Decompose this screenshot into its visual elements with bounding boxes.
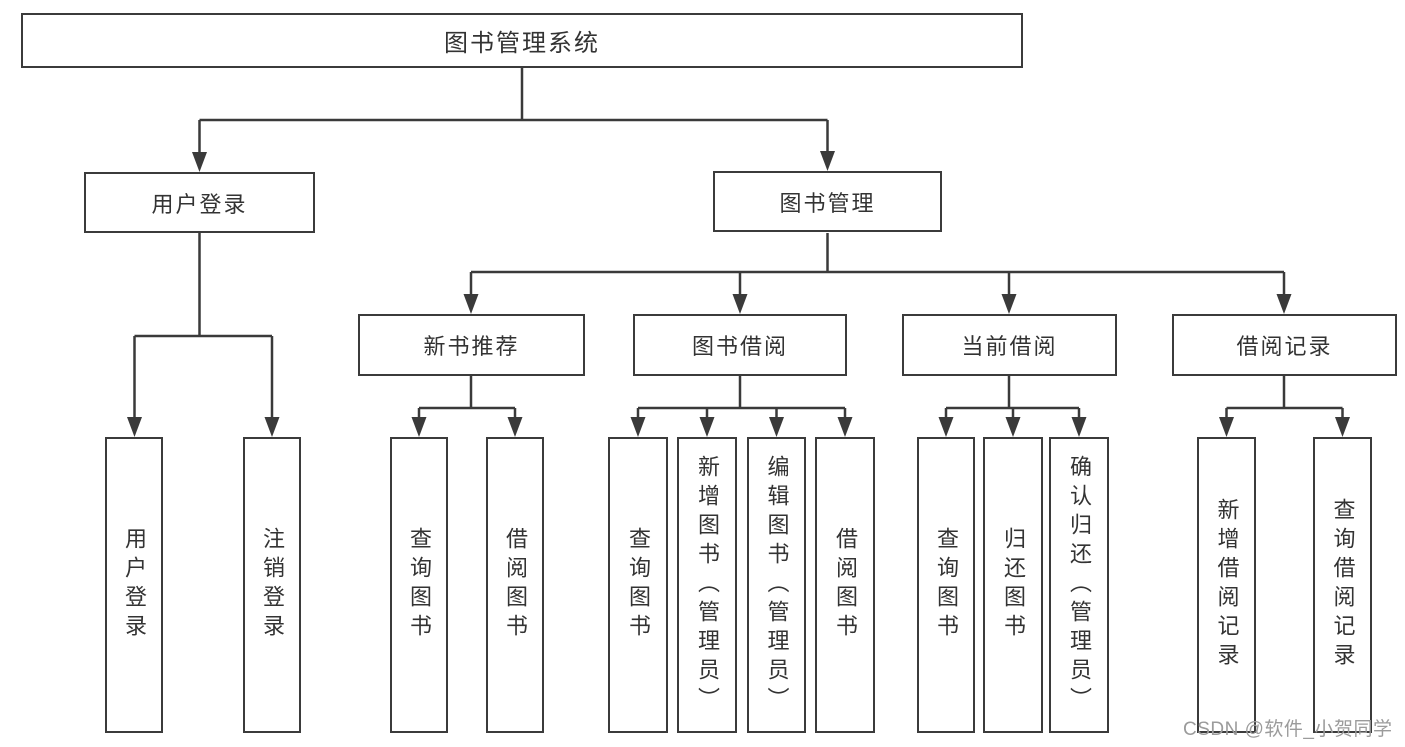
arrow-down-icon xyxy=(1071,417,1087,437)
leaf-return-books: 归还图书 xyxy=(983,437,1043,733)
leaf-label: 新增借阅记录 xyxy=(1214,498,1240,672)
arrow-down-icon xyxy=(463,294,479,314)
leaf-label: 注销登录 xyxy=(260,527,285,643)
arrow-down-icon xyxy=(1001,294,1017,314)
arrow-down-icon xyxy=(837,417,853,437)
leaf-label: 确认归还（管理员） xyxy=(1067,454,1092,716)
leaf-add-books-admin: 新增图书（管理员） xyxy=(677,437,737,733)
leaf-user-login: 用户登录 xyxy=(105,437,163,733)
arrow-down-icon xyxy=(507,417,523,437)
node-user-login: 用户登录 xyxy=(84,172,315,233)
csdn-watermark: CSDN @软件_小贺同学 xyxy=(1183,719,1393,740)
arrow-down-icon xyxy=(938,417,954,437)
arrow-down-icon xyxy=(630,417,646,437)
leaf-label: 新增图书（管理员） xyxy=(695,454,720,716)
leaf-label: 查询图书 xyxy=(626,527,651,643)
leaf-edit-books-admin: 编辑图书（管理员） xyxy=(747,437,806,733)
leaf-label: 借阅图书 xyxy=(833,527,858,643)
leaf-logout: 注销登录 xyxy=(243,437,301,733)
node-book-management: 图书管理 xyxy=(713,171,942,232)
leaf-confirm-return-admin: 确认归还（管理员） xyxy=(1049,437,1109,733)
arrow-down-icon xyxy=(769,417,784,437)
connector-stems xyxy=(133,68,1344,419)
leaf-query-borrow-record: 查询借阅记录 xyxy=(1313,437,1372,733)
arrow-down-icon xyxy=(820,151,835,171)
node-new-book-recommend: 新书推荐 xyxy=(358,314,585,376)
leaf-query-books-borrow: 查询图书 xyxy=(608,437,668,733)
arrow-down-icon xyxy=(192,152,207,172)
node-book-borrow: 图书借阅 xyxy=(633,314,847,376)
leaf-query-books-current: 查询图书 xyxy=(917,437,975,733)
arrow-down-icon xyxy=(127,417,142,437)
node-borrow-records: 借阅记录 xyxy=(1172,314,1397,376)
leaf-label: 查询图书 xyxy=(934,527,959,643)
arrow-down-icon xyxy=(1005,417,1021,437)
arrow-down-icon xyxy=(264,417,280,437)
node-current-borrow: 当前借阅 xyxy=(902,314,1117,376)
leaf-query-books-recommend: 查询图书 xyxy=(390,437,448,733)
leaf-add-borrow-record: 新增借阅记录 xyxy=(1197,437,1256,733)
leaf-borrow-books: 借阅图书 xyxy=(815,437,875,733)
leaf-label: 编辑图书（管理员） xyxy=(764,454,790,716)
leaf-label: 归还图书 xyxy=(1001,527,1026,643)
arrow-down-icon xyxy=(1276,294,1292,314)
arrow-down-icon xyxy=(732,294,748,314)
arrow-down-icon xyxy=(411,417,427,437)
leaf-label: 借阅图书 xyxy=(503,527,528,643)
leaf-borrow-books-recommend: 借阅图书 xyxy=(486,437,544,733)
leaf-label: 用户登录 xyxy=(122,527,147,643)
arrow-down-icon xyxy=(1335,417,1350,437)
leaf-label: 查询借阅记录 xyxy=(1330,498,1356,672)
arrowhead-icons xyxy=(127,151,1350,437)
arrow-down-icon xyxy=(1219,417,1234,437)
node-root-library-system: 图书管理系统 xyxy=(21,13,1023,68)
arrow-down-icon xyxy=(699,417,715,437)
leaf-label: 查询图书 xyxy=(407,527,432,643)
